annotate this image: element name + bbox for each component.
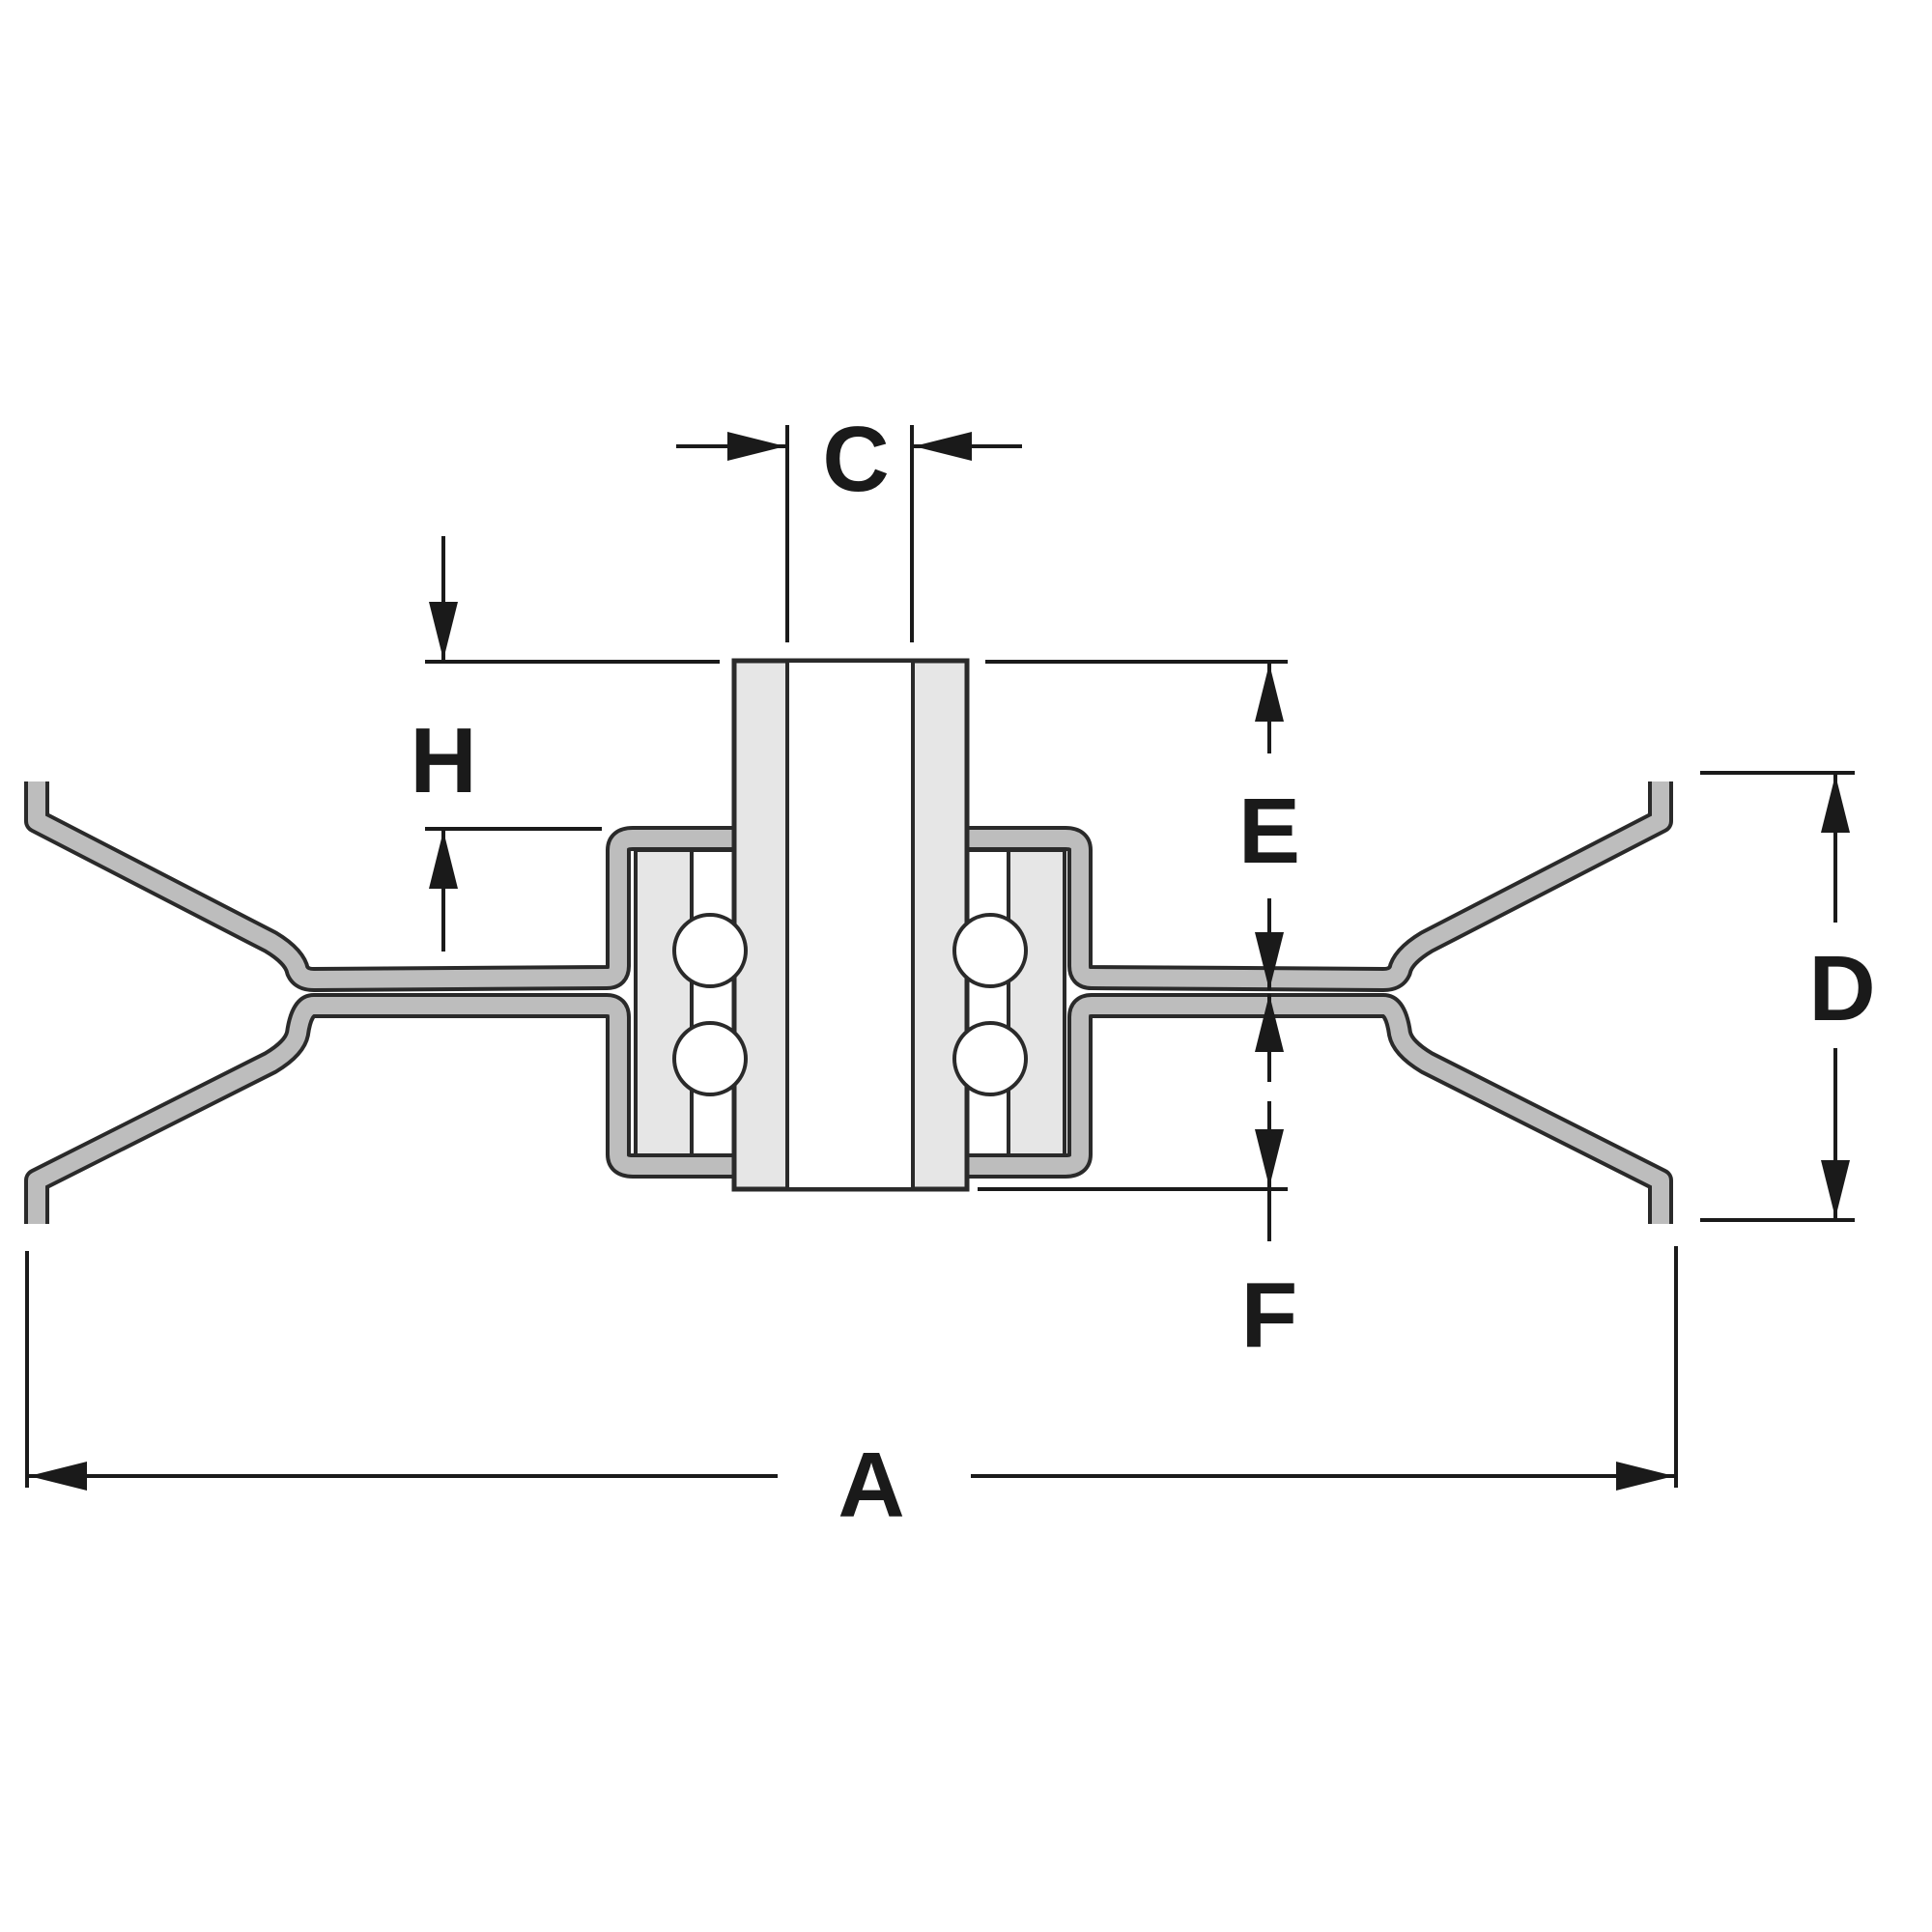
ball-left-upper xyxy=(672,913,748,988)
label-h: H xyxy=(410,709,476,812)
label-a: A xyxy=(838,1434,904,1537)
label-e: E xyxy=(1238,780,1300,883)
bore xyxy=(785,659,915,1191)
ball-right-upper xyxy=(952,913,1028,988)
hub xyxy=(731,658,970,1192)
ball-right-lower xyxy=(952,1021,1028,1096)
dimension-h xyxy=(425,536,720,952)
pulley-upper-sheet xyxy=(24,781,1673,992)
bearing-right-outer-race xyxy=(967,848,1066,1157)
label-c: C xyxy=(822,408,889,511)
dimension-a xyxy=(25,1246,1678,1491)
bearing-left-outer-race xyxy=(634,848,734,1157)
dimension-e-f xyxy=(978,660,1288,1241)
ball-left-lower xyxy=(672,1021,748,1096)
bearing-balls xyxy=(672,913,1028,1096)
dimension-d xyxy=(1700,771,1855,1222)
label-d: D xyxy=(1808,937,1875,1040)
label-f: F xyxy=(1241,1264,1298,1367)
pulley-lower-sheet xyxy=(24,993,1673,1224)
dimension-c xyxy=(676,425,1022,642)
